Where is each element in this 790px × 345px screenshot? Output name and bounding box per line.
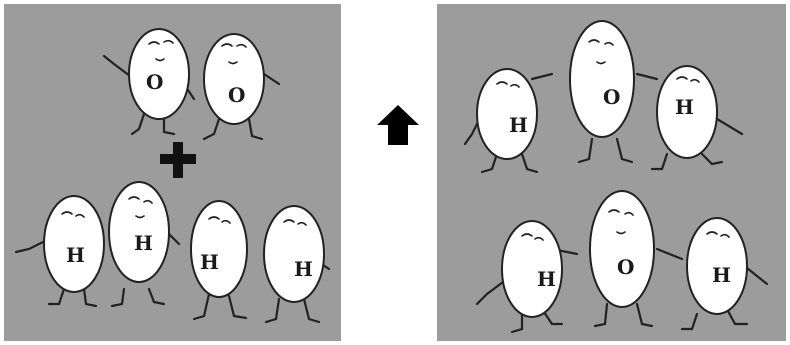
hydrogen-atom-figure: H xyxy=(16,196,104,306)
products-panel: H O H xyxy=(437,4,786,341)
hydrogen-atom-figure: H xyxy=(465,69,552,172)
atom-label: H xyxy=(712,263,731,287)
hydrogen-atom-figure: H xyxy=(109,182,179,306)
arrow-up-icon xyxy=(377,105,419,145)
atom-label: O xyxy=(146,70,163,94)
atom-label: O xyxy=(228,83,245,107)
oxygen-atom-figure: O xyxy=(204,34,279,139)
hydrogen-atom-figure: H xyxy=(191,201,247,319)
hydrogen-atom-figure: H xyxy=(682,218,767,329)
atom-label: O xyxy=(603,85,620,109)
atom-label: H xyxy=(294,257,313,281)
hydrogen-atom-figure: H xyxy=(477,221,577,332)
plus-icon xyxy=(158,140,198,180)
water-molecule: H O H xyxy=(465,21,742,172)
atom-label: H xyxy=(134,231,153,255)
atom-label: H xyxy=(675,95,694,119)
atom-label: H xyxy=(509,113,528,137)
water-molecule: H O H xyxy=(477,191,767,332)
oxygen-atom-figure: O xyxy=(570,21,657,162)
hydrogen-atom-figure: H xyxy=(264,206,329,322)
hydrogen-atom-figure: H xyxy=(652,66,742,169)
oxygen-atom-figure: O xyxy=(104,29,194,134)
products-scene: H O H xyxy=(437,4,786,341)
oxygen-atom-figure: O xyxy=(590,191,682,326)
atom-label: H xyxy=(200,250,219,274)
atom-label: H xyxy=(66,243,85,267)
atom-label: O xyxy=(617,255,634,279)
atom-label: H xyxy=(537,267,556,291)
